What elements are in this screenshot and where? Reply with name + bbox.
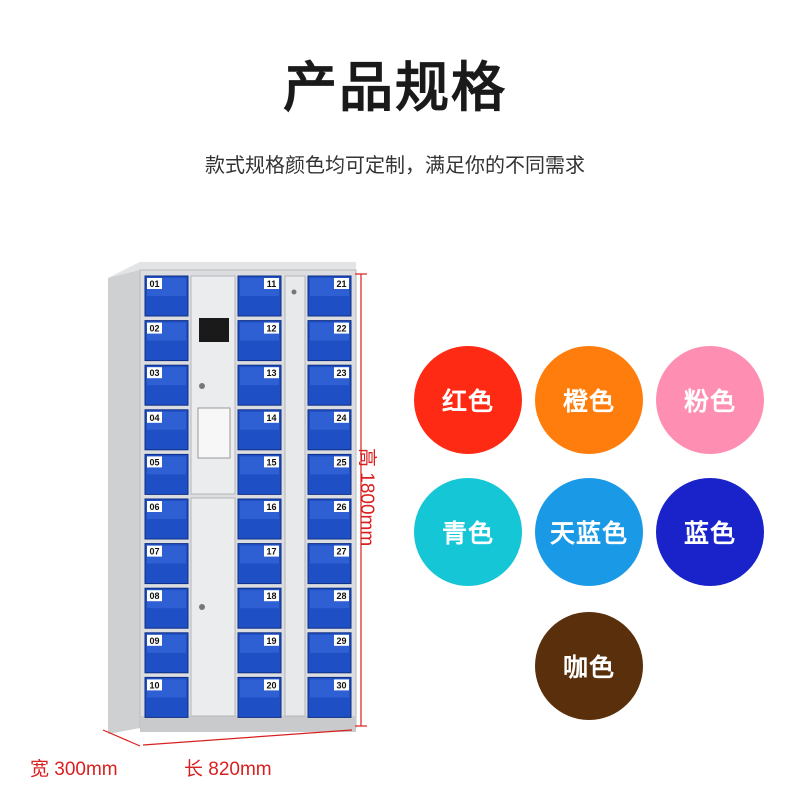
locker-column-2: 11 12 13 14 15 16 17 18 19 20 <box>237 275 282 718</box>
locker-number-tag <box>264 590 279 602</box>
color-swatch-orange: 橙色 <box>535 346 643 454</box>
locker-number: 08 <box>149 591 159 601</box>
color-swatch-red: 红色 <box>414 346 522 454</box>
locker-number: 12 <box>266 324 276 334</box>
locker-number: 07 <box>149 547 159 557</box>
locker-number-tag <box>334 411 349 423</box>
locker-number: 02 <box>149 324 159 334</box>
locker-number: 04 <box>149 413 159 423</box>
keyhole <box>199 383 205 389</box>
keyhole <box>291 289 297 295</box>
instruction-sticker <box>197 407 231 459</box>
color-label: 橙色 <box>562 387 615 416</box>
height-label: 高 1800mm <box>356 448 377 547</box>
locker-number: 06 <box>149 502 159 512</box>
locker-number-tag <box>147 545 162 557</box>
locker-number: 18 <box>266 591 276 601</box>
locker-number-tag <box>334 278 349 289</box>
locker-number-tag <box>264 501 279 512</box>
locker-number: 16 <box>266 502 276 512</box>
color-label: 天蓝色 <box>549 519 628 548</box>
length-dimension-line <box>142 729 353 746</box>
locker-number-tag <box>264 322 279 334</box>
locker-number-tag <box>147 634 162 646</box>
locker-number: 05 <box>149 457 159 467</box>
screen-display <box>199 318 229 342</box>
length-label: 长 820mm <box>184 759 272 780</box>
color-swatch-sky-blue: 天蓝色 <box>535 478 643 586</box>
locker-number-tag <box>147 501 162 512</box>
width-label: 宽 300mm <box>30 759 118 780</box>
locker-number: 22 <box>336 324 346 334</box>
color-label: 蓝色 <box>683 519 736 548</box>
color-swatch-brown: 咖色 <box>535 612 643 720</box>
locker-number: 26 <box>336 502 346 512</box>
locker-number: 03 <box>149 368 159 378</box>
locker-number-tag <box>147 322 162 334</box>
locker-number: 28 <box>336 591 346 601</box>
locker-number-tag <box>264 367 279 379</box>
locker-number: 21 <box>336 279 346 289</box>
locker-number-tag <box>334 322 349 334</box>
locker-number-tag <box>334 367 349 379</box>
locker-number-tag <box>264 545 279 557</box>
locker-column-1: 01 02 03 04 05 06 07 08 09 10 <box>144 275 189 718</box>
locker-number-tag <box>264 278 279 289</box>
locker-number-tag <box>334 679 349 691</box>
locker-number: 15 <box>266 457 276 467</box>
locker-number: 23 <box>336 368 346 378</box>
page-subtitle: 款式规格颜色均可定制，满足你的不同需求 <box>205 153 585 177</box>
locker-number-tag <box>264 634 279 646</box>
locker-number-tag <box>264 679 279 691</box>
lower-storage-door <box>190 497 236 717</box>
locker-number: 13 <box>266 368 276 378</box>
locker-number-tag <box>147 411 162 423</box>
cabinet-side-panel <box>108 262 140 734</box>
locker-number: 14 <box>266 413 276 423</box>
locker-number-tag <box>334 456 349 468</box>
locker-number: 10 <box>149 680 159 690</box>
width-dimension-line <box>102 729 141 747</box>
locker-cabinet-image: 01 02 03 04 05 06 07 08 09 10 11 12 13 14 15 16 17 18 19 2… <box>102 262 367 747</box>
locker-number-tag <box>147 679 162 691</box>
cabinet-base <box>140 716 356 732</box>
locker-number: 20 <box>266 680 276 690</box>
locker-number-tag <box>147 456 162 468</box>
locker-number: 25 <box>336 457 346 467</box>
locker-number-tag <box>264 456 279 468</box>
color-swatch-cyan: 青色 <box>414 478 522 586</box>
color-label: 粉色 <box>683 387 736 416</box>
locker-number: 17 <box>266 547 276 557</box>
locker-number-tag <box>147 367 162 379</box>
control-panel-door <box>190 275 236 495</box>
locker-number-tag <box>334 545 349 557</box>
locker-number-tag <box>334 634 349 646</box>
color-label: 咖色 <box>562 653 615 682</box>
locker-number-tag <box>147 590 162 602</box>
locker-number: 01 <box>149 279 159 289</box>
locker-number-tag <box>147 278 162 289</box>
locker-number: 24 <box>336 413 346 423</box>
locker-number: 09 <box>149 636 159 646</box>
keyhole <box>199 604 205 610</box>
locker-column-3: 21 22 23 24 25 26 27 28 29 30 <box>307 275 352 718</box>
locker-number: 19 <box>266 636 276 646</box>
color-label: 红色 <box>441 387 494 416</box>
color-label: 青色 <box>441 519 494 548</box>
locker-number-tag <box>334 501 349 512</box>
page-title: 产品规格 <box>283 56 507 119</box>
locker-number: 29 <box>336 636 346 646</box>
color-swatch-blue: 蓝色 <box>656 478 764 586</box>
locker-number: 11 <box>267 279 277 289</box>
narrow-door <box>284 275 306 717</box>
locker-number: 30 <box>336 680 346 690</box>
locker-number-tag <box>334 590 349 602</box>
color-swatch-pink: 粉色 <box>656 346 764 454</box>
locker-number-tag <box>264 411 279 423</box>
locker-number: 27 <box>336 547 346 557</box>
